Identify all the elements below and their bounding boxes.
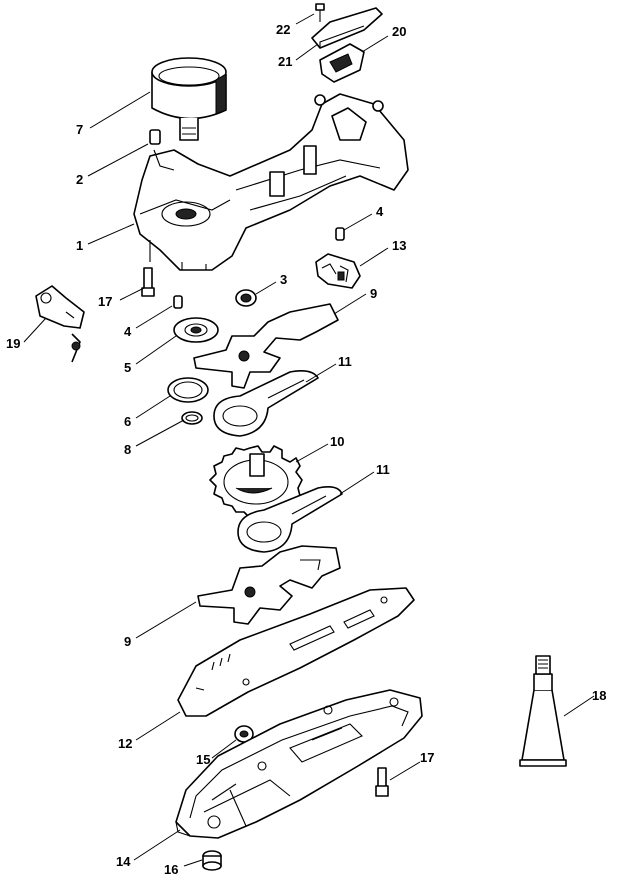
part-19-mount — [35, 285, 85, 363]
part-17-screw-upper — [141, 267, 155, 297]
callout-12: 12 — [118, 736, 132, 751]
callout-16: 16 — [164, 862, 178, 877]
part-3-needle-sleeve — [235, 289, 257, 307]
part-13-bracket — [315, 253, 361, 289]
part-11-washer-upper — [213, 370, 319, 437]
part-20-pad — [319, 43, 365, 83]
part-22-screw — [315, 3, 325, 22]
part-9-plate-upper — [193, 303, 339, 389]
part-4-pin-lower — [173, 295, 183, 309]
part-4-pin-upper — [335, 227, 345, 241]
part-12-cover-plate — [177, 587, 415, 717]
callout-8: 8 — [124, 442, 131, 457]
part-1-gear-housing — [133, 93, 409, 271]
callout-9-upper: 9 — [370, 286, 377, 301]
callout-11-upper: 11 — [338, 354, 352, 369]
callout-21: 21 — [278, 54, 292, 69]
leader-lines — [23, 13, 595, 867]
part-16-plug — [202, 850, 222, 871]
part-7-clutch-drum — [151, 57, 227, 141]
part-6-snap-ring — [167, 377, 209, 403]
callout-10: 10 — [330, 434, 344, 449]
part-14-gearbox-cover — [175, 689, 423, 839]
part-17-screw-lower — [375, 767, 389, 797]
callout-9-lower: 9 — [124, 634, 131, 649]
callout-17-lower: 17 — [420, 750, 434, 765]
part-9-plate-lower — [197, 545, 341, 625]
callout-7: 7 — [76, 122, 83, 137]
callout-2: 2 — [76, 172, 83, 187]
callout-18: 18 — [592, 688, 606, 703]
callout-6: 6 — [124, 414, 131, 429]
part-11-washer-lower — [237, 486, 343, 553]
callout-4-upper: 4 — [376, 204, 384, 219]
callout-13: 13 — [392, 238, 406, 253]
part-2-pin — [149, 129, 161, 145]
callout-5: 5 — [124, 360, 131, 375]
part-5-bearing — [173, 317, 219, 343]
callout-11-lower: 11 — [376, 462, 390, 477]
callout-4-lower: 4 — [124, 324, 132, 339]
part-18-grease-tube — [519, 655, 567, 767]
callout-22: 22 — [276, 22, 290, 37]
callout-14: 14 — [116, 854, 131, 869]
callout-labels: 22 20 21 7 2 1 4 13 3 17 9 19 4 5 11 6 8… — [6, 22, 606, 877]
callout-19: 19 — [6, 336, 20, 351]
callout-20: 20 — [392, 24, 406, 39]
part-15-sleeve — [234, 725, 254, 743]
callout-17-upper: 17 — [98, 294, 112, 309]
part-8-ring — [181, 411, 203, 425]
callout-15: 15 — [196, 752, 210, 767]
part-10-spur-gear — [209, 445, 303, 519]
callout-3: 3 — [280, 272, 287, 287]
part-21-cover — [311, 7, 383, 49]
callout-1: 1 — [76, 238, 83, 253]
